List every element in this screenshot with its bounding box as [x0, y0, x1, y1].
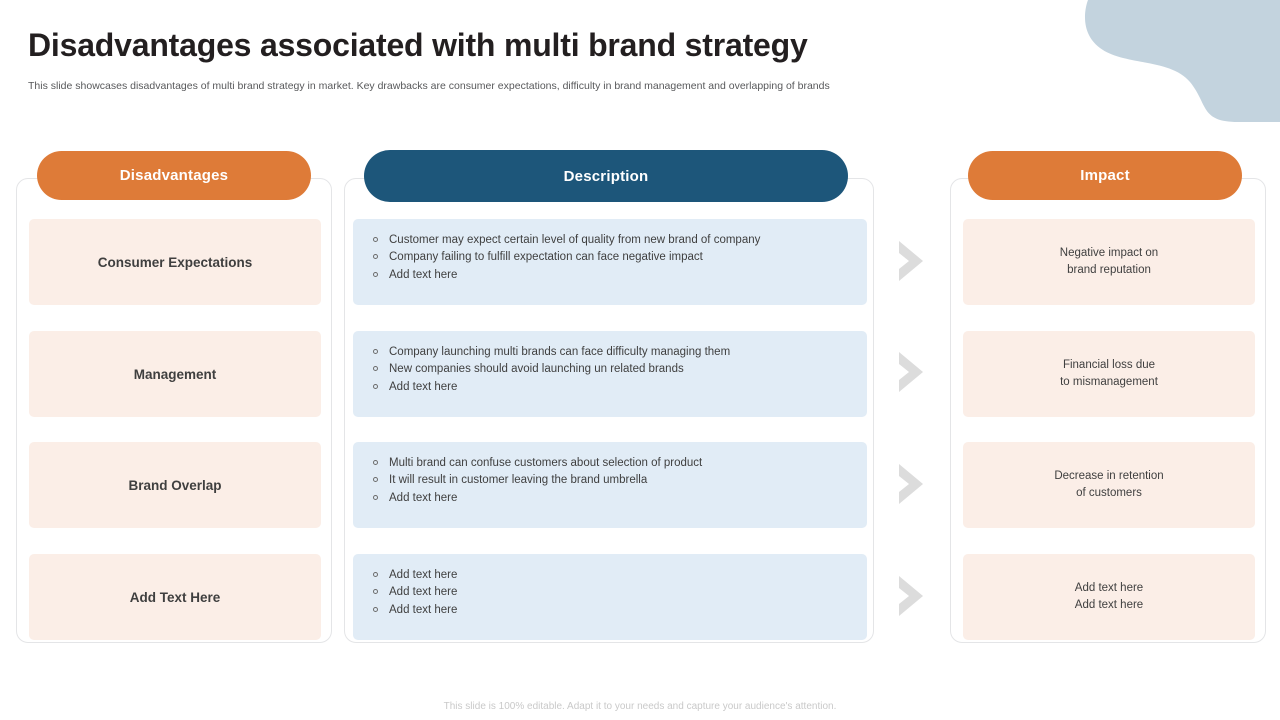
decorative-blob-shape: [1085, 0, 1280, 122]
description-bullet-row: Multi brand can confuse customers about …: [365, 455, 867, 471]
circle-outline-bullet-icon: [373, 477, 378, 483]
page-subtitle: This slide showcases disadvantages of mu…: [28, 80, 830, 92]
description-text: Add text here: [389, 491, 458, 504]
disadvantage-cell: Management: [29, 331, 321, 417]
circle-outline-bullet-icon: [373, 366, 378, 372]
circle-outline-bullet-icon: [373, 589, 378, 595]
disadvantages-column: Consumer Expectations Management Brand O…: [16, 178, 332, 643]
description-box: Add text here Add text here Add text her…: [353, 554, 867, 640]
circle-outline-bullet-icon: [373, 254, 378, 260]
description-bullet-row: Add text here: [365, 267, 867, 283]
description-text: New companies should avoid launching un …: [389, 363, 684, 376]
description-text: Customer may expect certain level of qua…: [389, 234, 761, 246]
description-text: It will result in customer leaving the b…: [389, 474, 648, 487]
description-bullet-row: Add text here: [365, 602, 867, 618]
disadvantage-cell: Brand Overlap: [29, 442, 321, 528]
description-text: Company launching multi brands can face …: [389, 346, 731, 358]
description-bullet-row: Customer may expect certain level of qua…: [365, 232, 867, 248]
description-bullet-row: Add text here: [365, 379, 867, 395]
description-bullet-row: New companies should avoid launching un …: [365, 361, 867, 377]
chevron-right-icon: [899, 464, 923, 504]
description-box: Multi brand can confuse customers about …: [353, 442, 867, 528]
description-bullet-row: Company failing to fulfill expectation c…: [365, 249, 867, 265]
circle-outline-bullet-icon: [373, 494, 378, 500]
disadvantages-header-label: Disadvantages: [119, 167, 229, 184]
description-box: Company launching multi brands can face …: [353, 331, 867, 417]
circle-outline-bullet-icon: [373, 349, 378, 354]
description-text: Add text here: [389, 586, 458, 599]
description-text: Add text here: [389, 603, 458, 616]
impact-header-pill: Impact: [968, 151, 1242, 200]
circle-outline-bullet-icon: [373, 237, 378, 242]
description-bullet-row: Add text here: [365, 490, 867, 506]
description-text: Add text here: [389, 268, 458, 281]
disadvantage-cell: Consumer Expectations: [29, 219, 321, 305]
description-header-label: Description: [563, 167, 649, 185]
description-bullet-row: Add text here: [365, 567, 867, 583]
description-text: Add text here: [389, 569, 458, 581]
page-title: Disadvantages associated with multi bran…: [28, 27, 808, 63]
circle-outline-bullet-icon: [373, 383, 378, 389]
chevron-right-icon: [899, 241, 923, 281]
description-bullet-row: Add text here: [365, 584, 867, 600]
description-bullet-row: It will result in customer leaving the b…: [365, 472, 867, 488]
footer-note: This slide is 100% editable. Adapt it to…: [443, 701, 837, 712]
chevron-right-icon: [899, 352, 923, 392]
circle-outline-bullet-icon: [373, 572, 378, 577]
chevron-right-icon: [899, 576, 923, 616]
disadvantage-cell: Add Text Here: [29, 554, 321, 640]
description-text: Company failing to fulfill expectation c…: [389, 251, 703, 264]
description-box: Customer may expect certain level of qua…: [353, 219, 867, 305]
circle-outline-bullet-icon: [373, 606, 378, 612]
circle-outline-bullet-icon: [373, 460, 378, 465]
disadvantages-header-pill: Disadvantages: [37, 151, 311, 200]
description-column: Customer may expect certain level of qua…: [344, 178, 874, 643]
description-text: Multi brand can confuse customers about …: [389, 457, 703, 469]
description-text: Add text here: [389, 380, 458, 393]
impact-header-label: Impact: [1080, 167, 1130, 184]
description-header-pill: Description: [364, 150, 848, 202]
description-bullet-row: Company launching multi brands can face …: [365, 344, 867, 360]
circle-outline-bullet-icon: [373, 271, 378, 277]
